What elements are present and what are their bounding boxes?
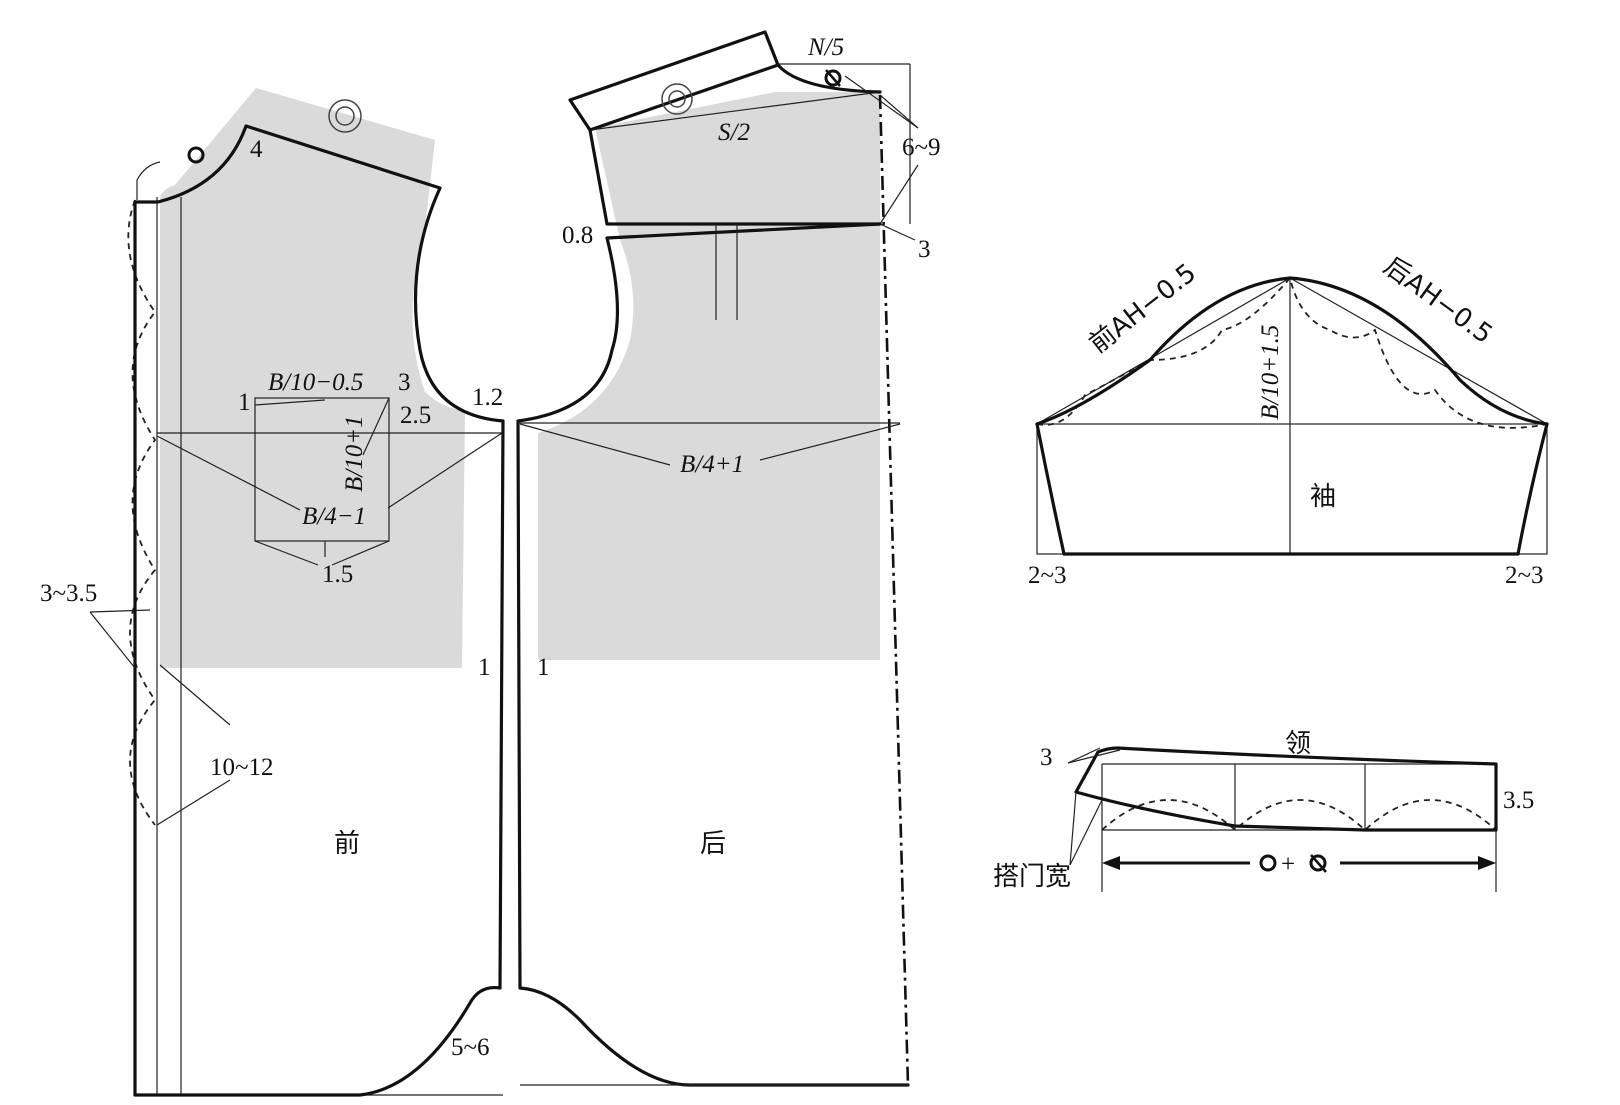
- leader-shoulder-drop-1: [844, 75, 919, 129]
- front-piece: 4 B/10−0.5 1 3 B/10+1 2.5 1.2 B/4−1 1.5 …: [40, 88, 505, 1097]
- sleeve-front-cap-label: 前AH−0.5: [1084, 258, 1202, 360]
- sleeve-back-slope: [1289, 277, 1548, 425]
- back-neck-label: N/5: [807, 34, 844, 61]
- pocket-slant: [254, 399, 326, 406]
- front-chest-label: B/4−1: [302, 503, 366, 530]
- leader-chest-2: [387, 432, 503, 509]
- leader-collar-rise-1: [1067, 747, 1101, 764]
- back-shade: [538, 92, 880, 660]
- neck-circle-icon: [1259, 854, 1277, 872]
- pocket-right-label: 3: [398, 369, 411, 396]
- sleeve-cap-dashed: [1036, 276, 1548, 429]
- back-button-icon: [661, 83, 693, 115]
- front-button-icon: [328, 99, 362, 133]
- collar-title: 领: [1285, 729, 1311, 759]
- collar-piece: + 领 3 3.5 搭门宽: [993, 729, 1534, 892]
- yoke-offset-label: 0.8: [562, 222, 593, 249]
- collar-length-plus: +: [1281, 851, 1295, 878]
- sleeve-box: [1036, 423, 1548, 555]
- back-piece-title: 后: [700, 829, 726, 859]
- leader-scallop-1: [89, 609, 151, 613]
- pocket-box: [254, 397, 390, 542]
- front-outline: [133, 124, 505, 1097]
- back-neck-marker-icon: [824, 69, 842, 87]
- scallop-label: 3~3.5: [40, 580, 97, 607]
- back-neckline: [776, 63, 882, 94]
- leader-back-chest-1: [519, 423, 671, 466]
- leader-back-chest-2: [759, 423, 901, 461]
- yoke-step-label: 3: [918, 236, 931, 263]
- armhole-drop-label: 1.2: [472, 384, 503, 411]
- sleeve-back-cap-label: 后AH−0.5: [1378, 251, 1498, 350]
- back-shoulder-drop-label: 6~9: [902, 134, 941, 161]
- sleeve-title: 袖: [1310, 482, 1336, 512]
- leader-shoulder-drop-3: [879, 164, 919, 225]
- pocket-top-label: B/10−0.5: [268, 369, 363, 396]
- leader-placket-1: [159, 664, 231, 726]
- leader-chest-1: [156, 435, 301, 511]
- neck-slash-circle-icon: [1309, 854, 1327, 873]
- pocket-bottom-label: 1.5: [322, 561, 353, 588]
- leader-shoulder-drop-2: [879, 94, 919, 129]
- pocket-depth-label: B/10+1: [341, 415, 368, 492]
- leader-yoke-step: [879, 223, 916, 241]
- collar-height-label: 3.5: [1503, 787, 1534, 814]
- collar-overlap-label: 搭门宽: [993, 862, 1071, 892]
- dimension-arrow-right-icon: [1478, 856, 1496, 870]
- leader-collar-rise-2: [1067, 749, 1121, 764]
- front-side-label: 1: [478, 654, 491, 681]
- leader-placket-2: [156, 779, 231, 826]
- pocket-gap-label: 2.5: [400, 402, 431, 429]
- back-body-outline: [516, 222, 910, 1087]
- sleeve-front-slope: [1036, 277, 1291, 425]
- collar-rise-label: 3: [1040, 744, 1053, 771]
- back-chest-label: B/4+1: [680, 451, 744, 478]
- collar-dashed-arcs: [1101, 799, 1497, 832]
- back-center-line: [878, 94, 910, 1086]
- front-neck-detail: [136, 161, 161, 200]
- sleeve-underarm-right: [1516, 422, 1549, 556]
- sleeve-piece: 前AH−0.5 后AH−0.5 B/10+1.5 袖 2~3 2~3: [1028, 251, 1549, 589]
- back-shoulder-line: [589, 91, 881, 131]
- sleeve-right-hem-label: 2~3: [1505, 562, 1544, 589]
- placket-label: 10~12: [210, 754, 274, 781]
- back-piece: N/5 S/2 6~9 0.8 3 B/4+1 1 后: [516, 30, 941, 1087]
- leader-bottom-2: [331, 540, 390, 566]
- hem-curve-label: 5~6: [451, 1034, 490, 1061]
- back-shoulder-label: S/2: [718, 119, 750, 146]
- back-side-label: 1: [537, 654, 550, 681]
- front-piece-title: 前: [334, 829, 360, 859]
- leader-scallop-2: [89, 611, 136, 669]
- front-shoulder-label: 4: [250, 136, 263, 163]
- front-scallop-edge: [127, 199, 157, 826]
- back-upper-outline: [588, 128, 882, 226]
- pocket-left-label: 1: [238, 389, 251, 416]
- collar-outline: [1074, 746, 1498, 832]
- sleeve-left-hem-label: 2~3: [1028, 562, 1067, 589]
- neck-circle-marker: [187, 146, 205, 164]
- leader-overlap-1: [1069, 791, 1077, 866]
- leader-pocket-depth: [362, 397, 390, 456]
- sleeve-cap: [1035, 276, 1549, 426]
- leader-bottom-1: [254, 540, 319, 566]
- leader-overlap-2: [1069, 799, 1103, 866]
- sleeve-cap-height-label: B/10+1.5: [1257, 325, 1284, 420]
- dimension-arrow-left-icon: [1102, 856, 1120, 870]
- sleeve-underarm-left: [1035, 422, 1066, 556]
